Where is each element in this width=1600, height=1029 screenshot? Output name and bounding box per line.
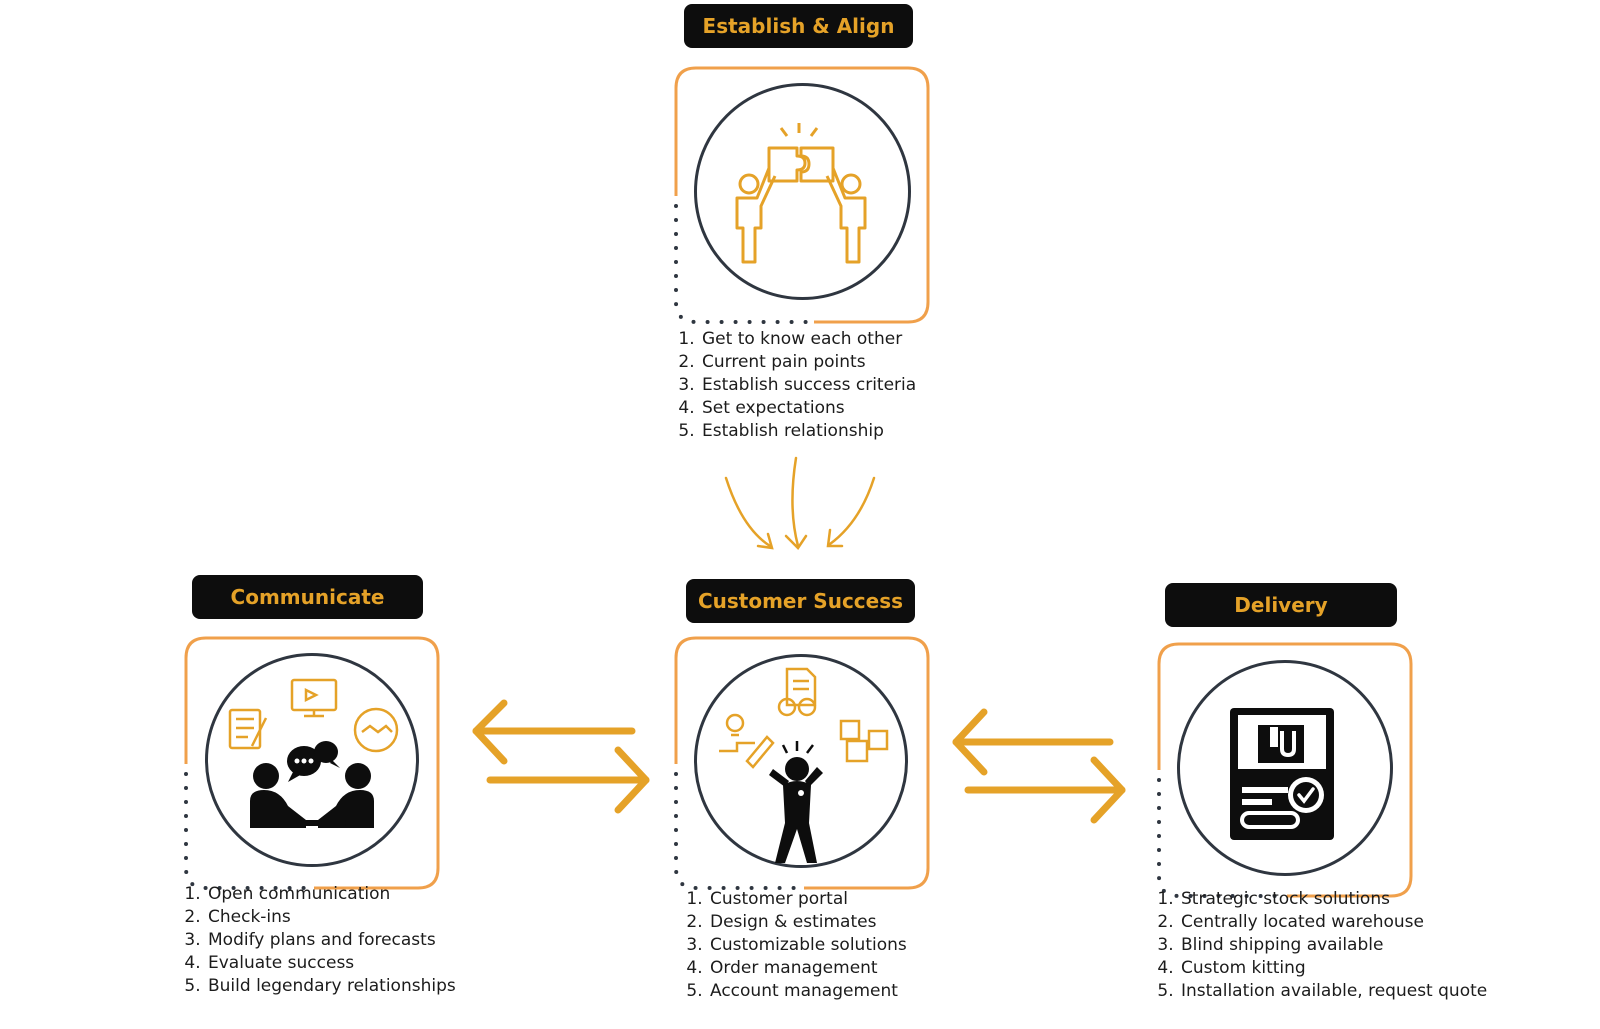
establish-step: Establish success criteria xyxy=(700,374,960,397)
successful-customer-icon xyxy=(719,667,889,863)
communicate-title: Communicate xyxy=(192,575,423,619)
establish-step: Set expectations xyxy=(700,397,960,420)
delivery-step: Strategic stock solutions xyxy=(1179,888,1509,911)
establish-step: Get to know each other xyxy=(700,328,960,351)
success-step: Order management xyxy=(708,957,968,980)
communicate-steps: Open communication Check-ins Modify plan… xyxy=(184,883,486,998)
delivery-step: Installation available, request quote xyxy=(1179,980,1509,1003)
success-frame xyxy=(674,636,930,890)
communicate-title-text: Communicate xyxy=(230,585,385,609)
delivery-step: Blind shipping available xyxy=(1179,934,1509,957)
communicate-icon-circle xyxy=(205,653,419,867)
success-title: Customer Success xyxy=(686,579,915,623)
communicate-step: Check-ins xyxy=(206,906,486,929)
communicate-step: Build legendary relationships xyxy=(206,975,486,998)
curved-arrow-right xyxy=(828,476,876,546)
success-title-text: Customer Success xyxy=(697,589,904,613)
communicate-step: Open communication xyxy=(206,883,486,906)
establish-title-text: Establish & Align xyxy=(702,14,895,38)
establish-title: Establish & Align xyxy=(684,4,913,48)
success-step: Customer portal xyxy=(708,888,968,911)
curved-arrow-center xyxy=(791,456,800,548)
success-frame-border xyxy=(674,636,930,890)
establish-step: Establish relationship xyxy=(700,420,960,443)
puzzle-partnership-icon xyxy=(735,123,867,264)
communicate-step: Evaluate success xyxy=(206,952,486,975)
delivery-step: Custom kitting xyxy=(1179,957,1509,980)
success-steps: Customer portal Design & estimates Custo… xyxy=(686,888,968,1003)
delivery-step: Centrally located warehouse xyxy=(1179,911,1509,934)
delivery-title: Delivery xyxy=(1165,583,1397,627)
verified-package-icon xyxy=(1230,708,1334,840)
delivery-icon-circle xyxy=(1177,660,1393,876)
communicate-frame-border xyxy=(184,636,440,890)
delivery-frame-border xyxy=(1157,642,1413,898)
communicate-step: Modify plans and forecasts xyxy=(206,929,486,952)
success-icon-circle xyxy=(694,654,908,868)
arrow-to-communicate xyxy=(472,699,636,765)
delivery-frame xyxy=(1157,642,1413,898)
arrow-to-success-from-left xyxy=(486,746,650,814)
success-step: Account management xyxy=(708,980,968,1003)
success-step: Design & estimates xyxy=(708,911,968,934)
meeting-communication-icon xyxy=(228,678,399,828)
communicate-frame xyxy=(184,636,440,890)
establish-icon-circle xyxy=(694,83,911,300)
delivery-steps: Strategic stock solutions Centrally loca… xyxy=(1157,888,1509,1003)
arrow-to-delivery xyxy=(964,756,1126,824)
delivery-title-text: Delivery xyxy=(1234,593,1328,617)
establish-frame-border xyxy=(674,66,930,324)
establish-steps: Get to know each other Current pain poin… xyxy=(678,328,960,443)
curved-arrow-left xyxy=(724,476,772,548)
success-step: Customizable solutions xyxy=(708,934,968,957)
arrow-to-success-from-right xyxy=(952,708,1114,776)
converging-arrows xyxy=(724,456,876,550)
establish-step: Current pain points xyxy=(700,351,960,374)
establish-frame xyxy=(674,66,930,324)
